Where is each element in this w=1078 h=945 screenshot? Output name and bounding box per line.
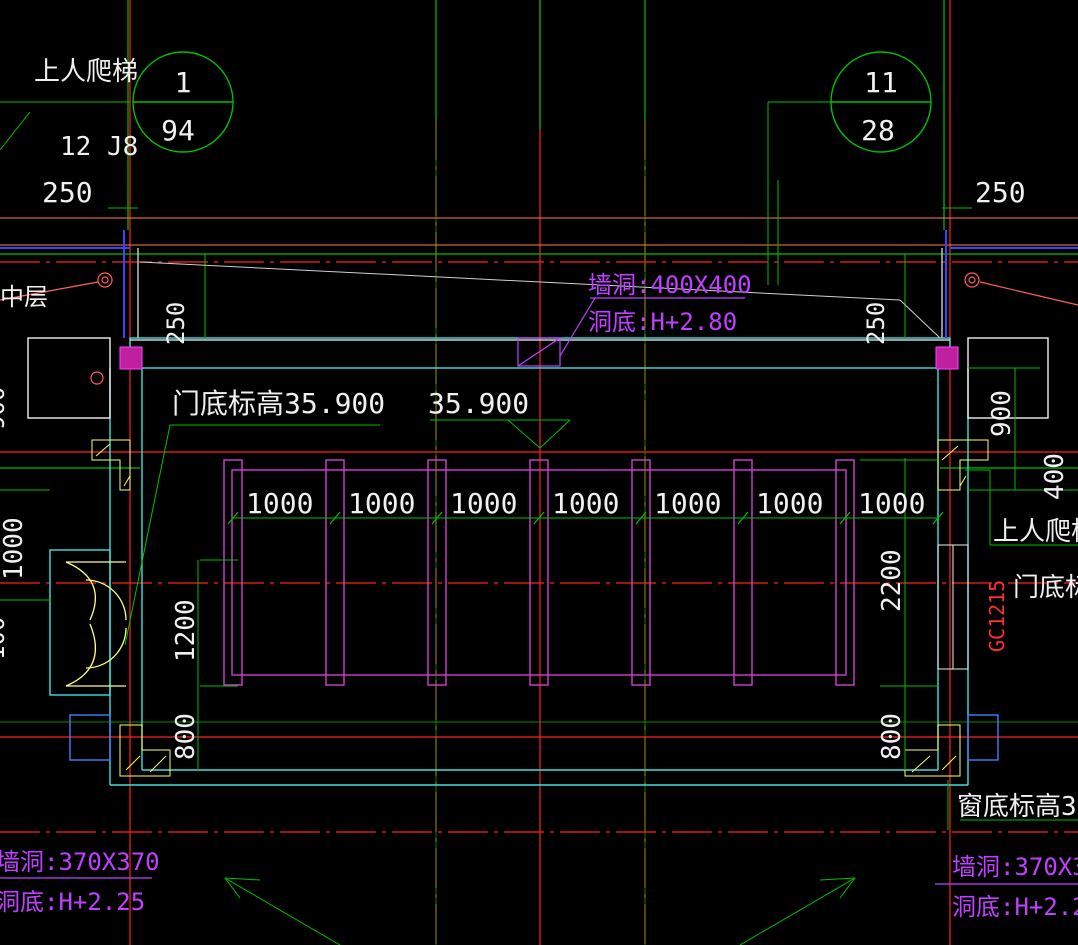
dim-800-left: 800 [171, 713, 201, 760]
small-markers [0, 272, 1078, 385]
dim-250-vertical-right: 250 [862, 302, 890, 345]
door-elevation-label: 门底标高35.900 [172, 387, 385, 420]
dim-400-right: 400 [1040, 453, 1070, 500]
dim-1000-6: 1000 [756, 487, 823, 520]
bubble-2-bottom: 28 [861, 114, 895, 147]
left-hole-label: 墙洞:370X370 [0, 848, 160, 876]
ref-code-label: 12 J8 [60, 132, 138, 162]
window-elevation-label: 窗底标高36 [957, 792, 1078, 822]
dim-1000-2: 1000 [348, 487, 415, 520]
bubble-2-top: 11 [864, 66, 898, 99]
right-hole-bottom-label: 洞底:H+2.25 [952, 893, 1078, 921]
dim-2200: 2200 [877, 549, 907, 612]
dim-1000-3: 1000 [450, 487, 517, 520]
dim-1000-5: 1000 [654, 487, 721, 520]
window-code-label: GC1215 [985, 580, 1009, 652]
detail-bubbles [132, 51, 932, 153]
dim-900-right: 900 [987, 390, 1017, 437]
bubble-1-top: 1 [175, 66, 192, 99]
dim-1000-1: 1000 [246, 487, 313, 520]
window [937, 544, 969, 670]
dim-1000-7: 1000 [858, 487, 925, 520]
column-top-left [119, 346, 143, 370]
elevation-label: 35.900 [428, 387, 529, 420]
ladder-label-right: 上人爬梯 [993, 517, 1078, 547]
dim-1000-4: 1000 [552, 487, 619, 520]
door-elevation-right: 门底标 [1013, 573, 1078, 603]
top-hole-label: 墙洞:400X400 [588, 271, 752, 299]
dim-250-vertical-left: 250 [162, 302, 190, 345]
bubble-1-bottom: 94 [161, 114, 195, 147]
top-wall-hole-symbol [517, 297, 745, 367]
left-hole-bottom-label: 洞底:H+2.25 [0, 888, 145, 916]
dimension-ticks [227, 511, 944, 525]
dim-1000-left-edge: 1000 [0, 517, 29, 580]
dim-250-right: 250 [975, 176, 1026, 209]
dim-800-right: 800 [877, 713, 907, 760]
dim-left-top-edge: 900 [0, 387, 10, 430]
hatched-walls [91, 439, 989, 777]
column-top-right [935, 346, 959, 370]
door [65, 561, 127, 687]
floor-label-left: 中层 [0, 283, 48, 311]
dim-250-left: 250 [42, 176, 93, 209]
dim-1200: 1200 [171, 599, 201, 662]
dim-left-bottom-edge: 100 [0, 617, 10, 660]
ladder-label-top-left: 上人爬梯 [34, 57, 138, 87]
dimension-lines [0, 101, 1078, 945]
texts: 上人爬梯 12 J8 250 250 中层 1 94 11 28 墙洞:400X… [0, 57, 1078, 921]
right-hole-label: 墙洞:370X370 [952, 853, 1078, 881]
top-hole-bottom-label: 洞底:H+2.80 [588, 308, 737, 336]
columns [119, 346, 959, 370]
equipment-frame [223, 459, 855, 686]
hole-underlines [0, 877, 1078, 885]
